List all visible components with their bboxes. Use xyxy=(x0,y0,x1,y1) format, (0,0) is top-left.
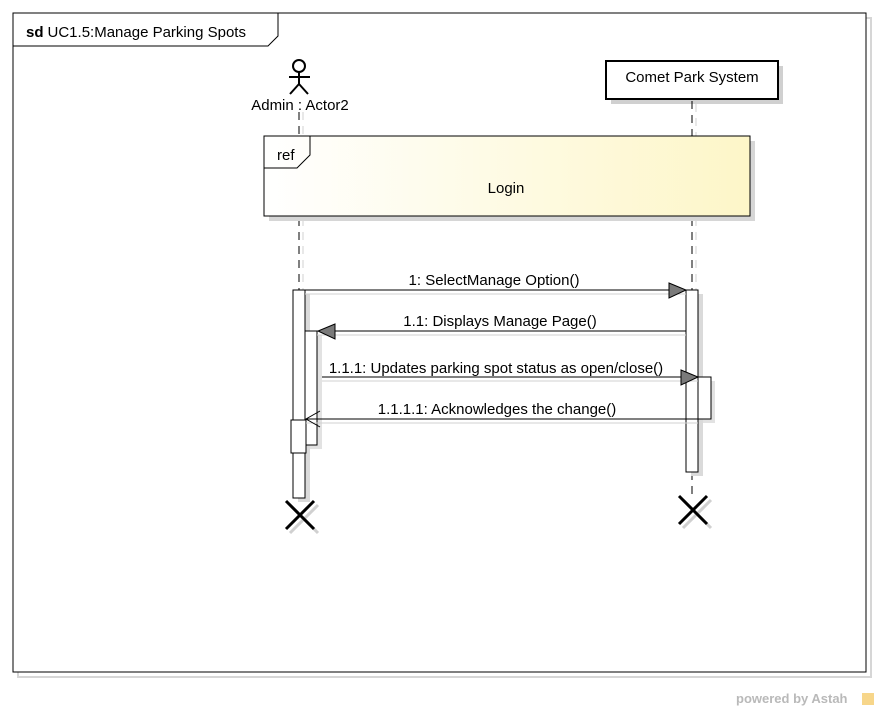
ref-label-tab xyxy=(264,136,311,169)
message-3-arrowhead xyxy=(680,369,700,386)
message-2-arrowhead xyxy=(316,323,336,340)
admin-actor-icon xyxy=(289,59,310,95)
ref-tag: ref xyxy=(277,147,295,164)
message-3-label: 1.1.1: Updates parking spot status as op… xyxy=(329,360,663,377)
system-activation-nested xyxy=(697,376,712,420)
astah-logo-icon xyxy=(862,693,874,705)
system-destroy-icon xyxy=(677,494,713,530)
message-1-label: 1: SelectManage Option() xyxy=(409,272,580,289)
diagram-frame xyxy=(12,12,867,673)
ref-label: Login xyxy=(488,180,525,197)
message-4-label: 1.1.1.1: Acknowledges the change() xyxy=(378,401,617,418)
message-4: 1.1.1.1: Acknowledges the change() xyxy=(304,401,698,428)
admin-activation-nested xyxy=(304,330,318,446)
ref-fragment xyxy=(263,135,751,217)
admin-lifeline-label: Admin : Actor2 xyxy=(251,97,349,114)
activation-bars xyxy=(290,289,715,502)
admin-activation xyxy=(292,289,306,499)
message-3: 1.1.1: Updates parking spot status as op… xyxy=(322,360,700,386)
message-2-label: 1.1: Displays Manage Page() xyxy=(403,313,596,330)
frame-label-tab xyxy=(13,13,279,47)
system-lifeline-label: Comet Park System xyxy=(625,69,758,86)
message-2: 1.1: Displays Manage Page() xyxy=(316,313,686,340)
lifelines xyxy=(298,101,693,497)
system-lifeline-head xyxy=(605,60,779,100)
message-4-arrowhead xyxy=(304,410,321,428)
message-1: 1: SelectManage Option() xyxy=(305,272,688,299)
watermark: powered by Astah xyxy=(736,691,848,706)
admin-destroy-icon xyxy=(284,499,320,535)
message-1-arrowhead xyxy=(668,282,688,299)
lifeline-shadows xyxy=(302,104,697,290)
admin-activation-return xyxy=(290,419,307,454)
